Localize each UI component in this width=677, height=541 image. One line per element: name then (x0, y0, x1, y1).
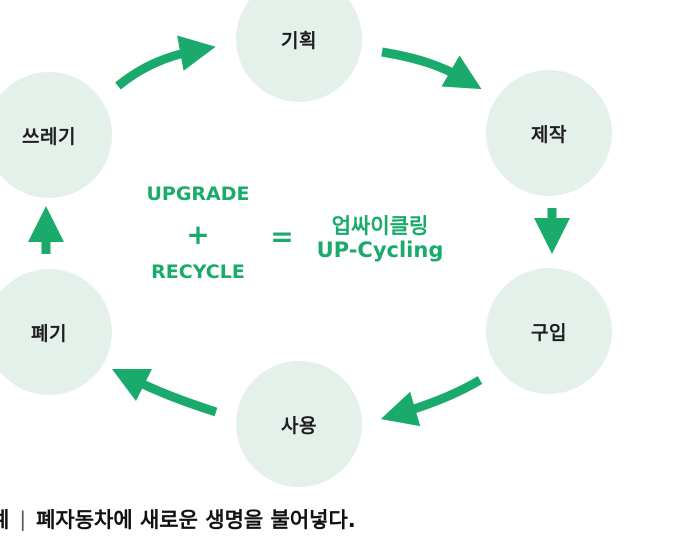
caption-separator: | (19, 507, 27, 531)
arrow-plan-to-make (381, 47, 482, 90)
node-buy: 구입 (486, 268, 612, 394)
caption-prefix: 예 (0, 504, 9, 534)
arrow-use-to-discard (111, 368, 218, 417)
node-use: 사용 (236, 361, 362, 487)
node-trash: 쓰레기 (0, 72, 112, 198)
node-use-label: 사용 (281, 414, 317, 437)
node-plan-label: 기획 (281, 29, 317, 52)
formula-equals: = (270, 220, 294, 253)
node-make-label: 제작 (531, 123, 567, 146)
figure-caption: 예 | 폐자동차에 새로운 생명을 불어넣다. (0, 497, 677, 541)
caption-text: 폐자동차에 새로운 생명을 불어넣다. (36, 508, 356, 532)
formula-result-english: UP-Cycling (316, 238, 444, 262)
formula-term-recycle: RECYCLE (151, 261, 245, 283)
formula-result-korean: 업싸이클링 (331, 214, 429, 238)
formula-plus: + (186, 218, 210, 251)
node-make: 제작 (486, 70, 612, 196)
node-discard: 폐기 (0, 269, 112, 395)
arrow-buy-to-use (380, 376, 483, 427)
node-plan: 기획 (236, 0, 362, 102)
node-buy-label: 구입 (531, 321, 567, 344)
arrow-trash-to-plan (115, 35, 216, 90)
node-discard-label: 폐기 (31, 322, 67, 345)
formula-term-upgrade: UPGRADE (146, 183, 250, 205)
node-trash-label: 쓰레기 (22, 125, 76, 148)
